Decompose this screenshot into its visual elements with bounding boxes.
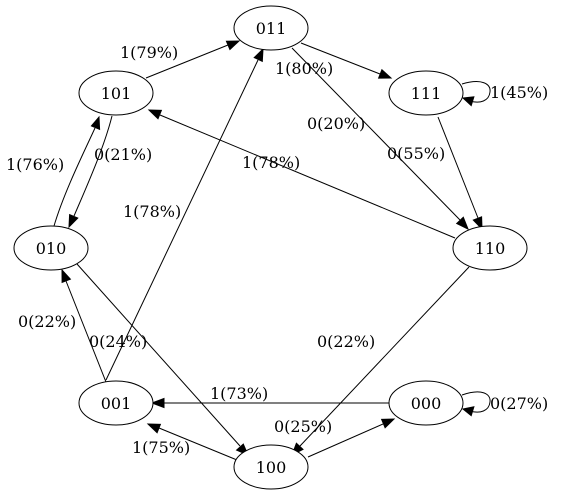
edge-010-to-101	[53, 115, 101, 227]
node-label: 110	[475, 239, 506, 258]
edge-label-110-101: 1(78%)	[242, 153, 300, 172]
node-label: 100	[256, 458, 287, 477]
node-010: 010	[13, 225, 89, 271]
edge-label-111-110: 0(55%)	[387, 144, 445, 163]
node-000: 000	[388, 380, 464, 426]
edge-111-self-loop	[461, 81, 491, 107]
edge-111-to-110	[437, 116, 483, 231]
edge-011-to-111	[300, 42, 393, 79]
edge-label-011-111: 1(80%)	[275, 59, 333, 78]
edge-001-to-011	[105, 47, 264, 381]
node-label: 111	[411, 84, 442, 103]
node-label: 010	[36, 239, 67, 258]
edge-label-101-011: 1(79%)	[120, 43, 178, 62]
node-label: 101	[101, 84, 132, 103]
edge-label-001-011: 1(78%)	[123, 202, 181, 221]
edge-label-110-100: 0(22%)	[317, 332, 375, 351]
edge-label-000-self: 0(27%)	[490, 394, 548, 413]
node-101: 101	[78, 70, 154, 116]
edge-000-self-loop	[461, 391, 491, 417]
node-100: 100	[233, 444, 309, 490]
edge-101-to-011	[145, 40, 241, 79]
node-label: 011	[256, 19, 287, 38]
edge-011-to-110	[291, 47, 469, 231]
edge-label-100-000: 0(25%)	[274, 417, 332, 436]
edge-000-to-001	[150, 397, 390, 409]
edge-110-to-101	[147, 109, 456, 239]
edge-label-001-010: 0(22%)	[18, 312, 76, 331]
edge-label-011-110: 0(20%)	[307, 114, 365, 133]
node-label: 000	[411, 394, 442, 413]
node-110: 110	[452, 225, 528, 271]
node-011: 011	[233, 5, 309, 51]
node-label: 001	[101, 394, 132, 413]
edge-100-to-001	[146, 423, 238, 461]
edge-label-101-010: 0(21%)	[94, 145, 152, 164]
edge-label-010-100: 0(24%)	[89, 332, 147, 351]
edge-label-100-001: 1(75%)	[132, 438, 190, 457]
edge-101-to-010	[68, 115, 113, 229]
node-111: 111	[388, 70, 464, 116]
edge-001-to-010	[61, 268, 107, 383]
edge-label-111-self: 1(45%)	[490, 83, 548, 102]
node-001: 001	[78, 380, 154, 426]
edge-100-to-000	[307, 418, 396, 458]
edge-010-to-100	[76, 263, 249, 456]
edge-label-000-001: 1(73%)	[210, 384, 268, 403]
edge-label-010-101: 1(76%)	[6, 155, 64, 174]
